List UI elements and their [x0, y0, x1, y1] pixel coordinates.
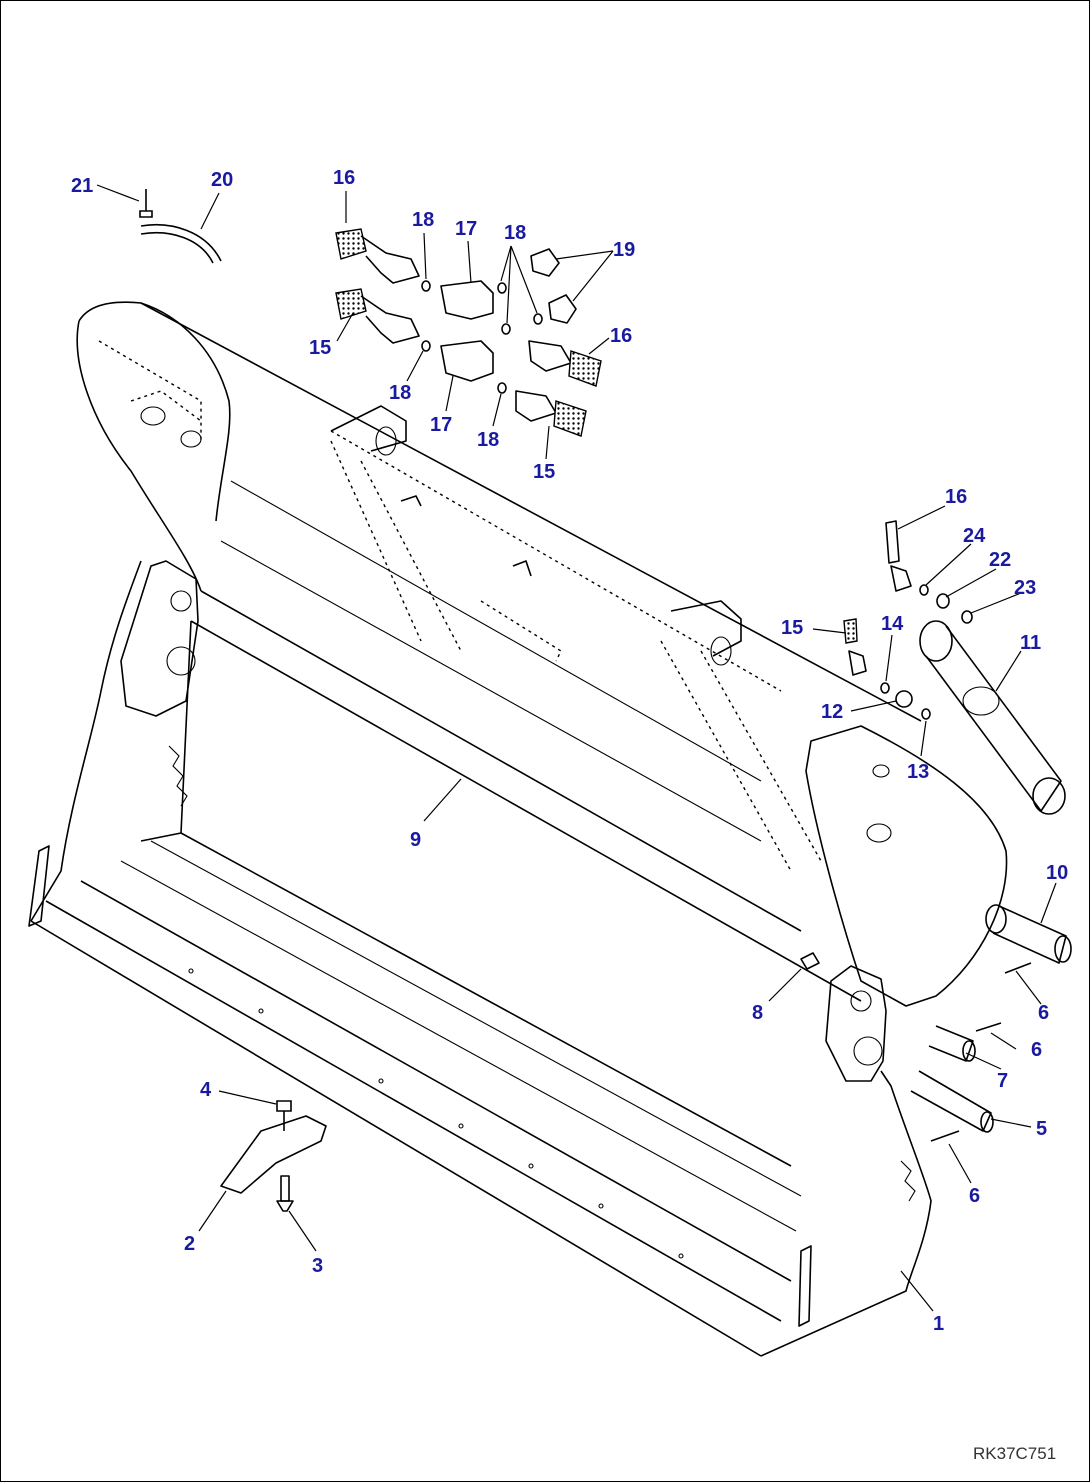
callout-19: 19 [613, 239, 635, 261]
callout-16: 16 [945, 486, 967, 508]
bucket-body [28, 301, 1008, 1357]
callout-1: 1 [933, 1313, 944, 1335]
callout-11: 11 [1020, 632, 1041, 654]
callout-2: 2 [184, 1233, 195, 1255]
callout-18: 18 [477, 429, 499, 451]
callout-18: 18 [504, 222, 526, 244]
callout-15: 15 [781, 617, 803, 639]
callout-12: 12 [821, 701, 843, 723]
callout-23: 23 [1014, 577, 1036, 599]
callout-16: 16 [610, 325, 632, 347]
callout-6: 6 [1031, 1039, 1042, 1061]
callout-8: 8 [752, 1002, 763, 1024]
callout-6: 6 [1038, 1002, 1049, 1024]
callout-20: 20 [211, 169, 233, 191]
callout-15: 15 [309, 337, 331, 359]
parts-loose [139, 189, 1072, 1212]
callout-24: 24 [963, 525, 986, 547]
callout-3: 3 [312, 1255, 323, 1277]
callout-9: 9 [410, 829, 421, 851]
callout-6: 6 [969, 1185, 980, 1207]
callout-14: 14 [881, 613, 904, 635]
callout-15: 15 [533, 461, 555, 483]
callout-16: 16 [333, 167, 355, 189]
callout-21: 21 [71, 175, 93, 197]
callout-18: 18 [389, 382, 411, 404]
callout-13: 13 [907, 761, 929, 783]
callout-10: 10 [1046, 862, 1068, 884]
callout-4: 4 [200, 1079, 212, 1101]
callout-18: 18 [412, 209, 434, 231]
callout-7: 7 [997, 1070, 1008, 1092]
callout-22: 22 [989, 549, 1011, 571]
callout-17: 17 [455, 218, 477, 240]
drawing-code: RK37C751 [973, 1444, 1056, 1463]
callouts: 21 20 16 18 17 18 19 15 16 18 17 18 15 1… [71, 167, 1068, 1335]
leader-lines [96, 184, 1057, 1312]
callout-17: 17 [430, 414, 452, 436]
callout-5: 5 [1036, 1118, 1047, 1140]
